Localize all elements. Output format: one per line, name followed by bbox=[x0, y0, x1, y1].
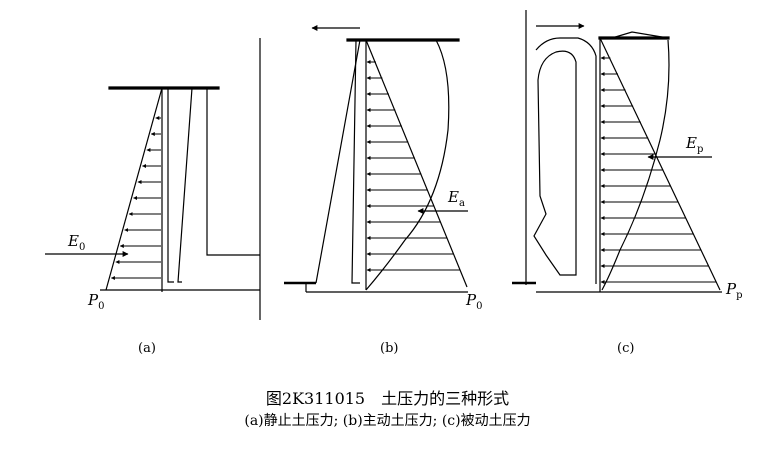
panel-passive: Ep Pp (c) bbox=[512, 10, 743, 356]
pressure-arrows bbox=[600, 56, 717, 284]
pressure-hypotenuse bbox=[365, 39, 468, 288]
pressure-hypotenuse bbox=[599, 37, 721, 291]
resultant-label: Ep bbox=[685, 134, 703, 155]
wall-top-kink bbox=[611, 31, 669, 39]
base-pressure-label: Pp bbox=[725, 280, 743, 301]
resultant-label: Ea bbox=[447, 188, 465, 209]
base-pressure-label: P0 bbox=[87, 291, 104, 312]
panel-active: Ea P0 (b) bbox=[284, 25, 482, 356]
active-pressure-curve bbox=[365, 39, 450, 291]
panel-label: (b) bbox=[380, 341, 398, 356]
retaining-wall bbox=[167, 88, 174, 283]
base-pressure-label: P0 bbox=[465, 291, 482, 312]
pressure-arrows bbox=[366, 60, 461, 272]
retaining-wall bbox=[315, 39, 361, 284]
retaining-wall-capsule bbox=[535, 37, 597, 284]
panel-label: (c) bbox=[617, 341, 634, 356]
retaining-wall-stem bbox=[196, 87, 260, 256]
figure-subcaption: (a)静止土压力; (b)主动土压力; (c)被动土压力 bbox=[244, 413, 531, 429]
panel-label: (a) bbox=[138, 341, 156, 356]
retaining-wall-back bbox=[177, 87, 193, 283]
pressure-arrows bbox=[110, 116, 161, 280]
retaining-wall-inner bbox=[533, 50, 577, 276]
figure-caption: 图2K311015 土压力的三种形式 bbox=[265, 389, 510, 408]
passive-pressure-curve bbox=[601, 39, 670, 291]
retaining-wall-inner bbox=[351, 39, 360, 284]
resultant-label: E0 bbox=[67, 232, 85, 253]
panel-at-rest: E0 P0 (a) bbox=[45, 38, 261, 356]
pressure-hypotenuse bbox=[105, 87, 163, 291]
